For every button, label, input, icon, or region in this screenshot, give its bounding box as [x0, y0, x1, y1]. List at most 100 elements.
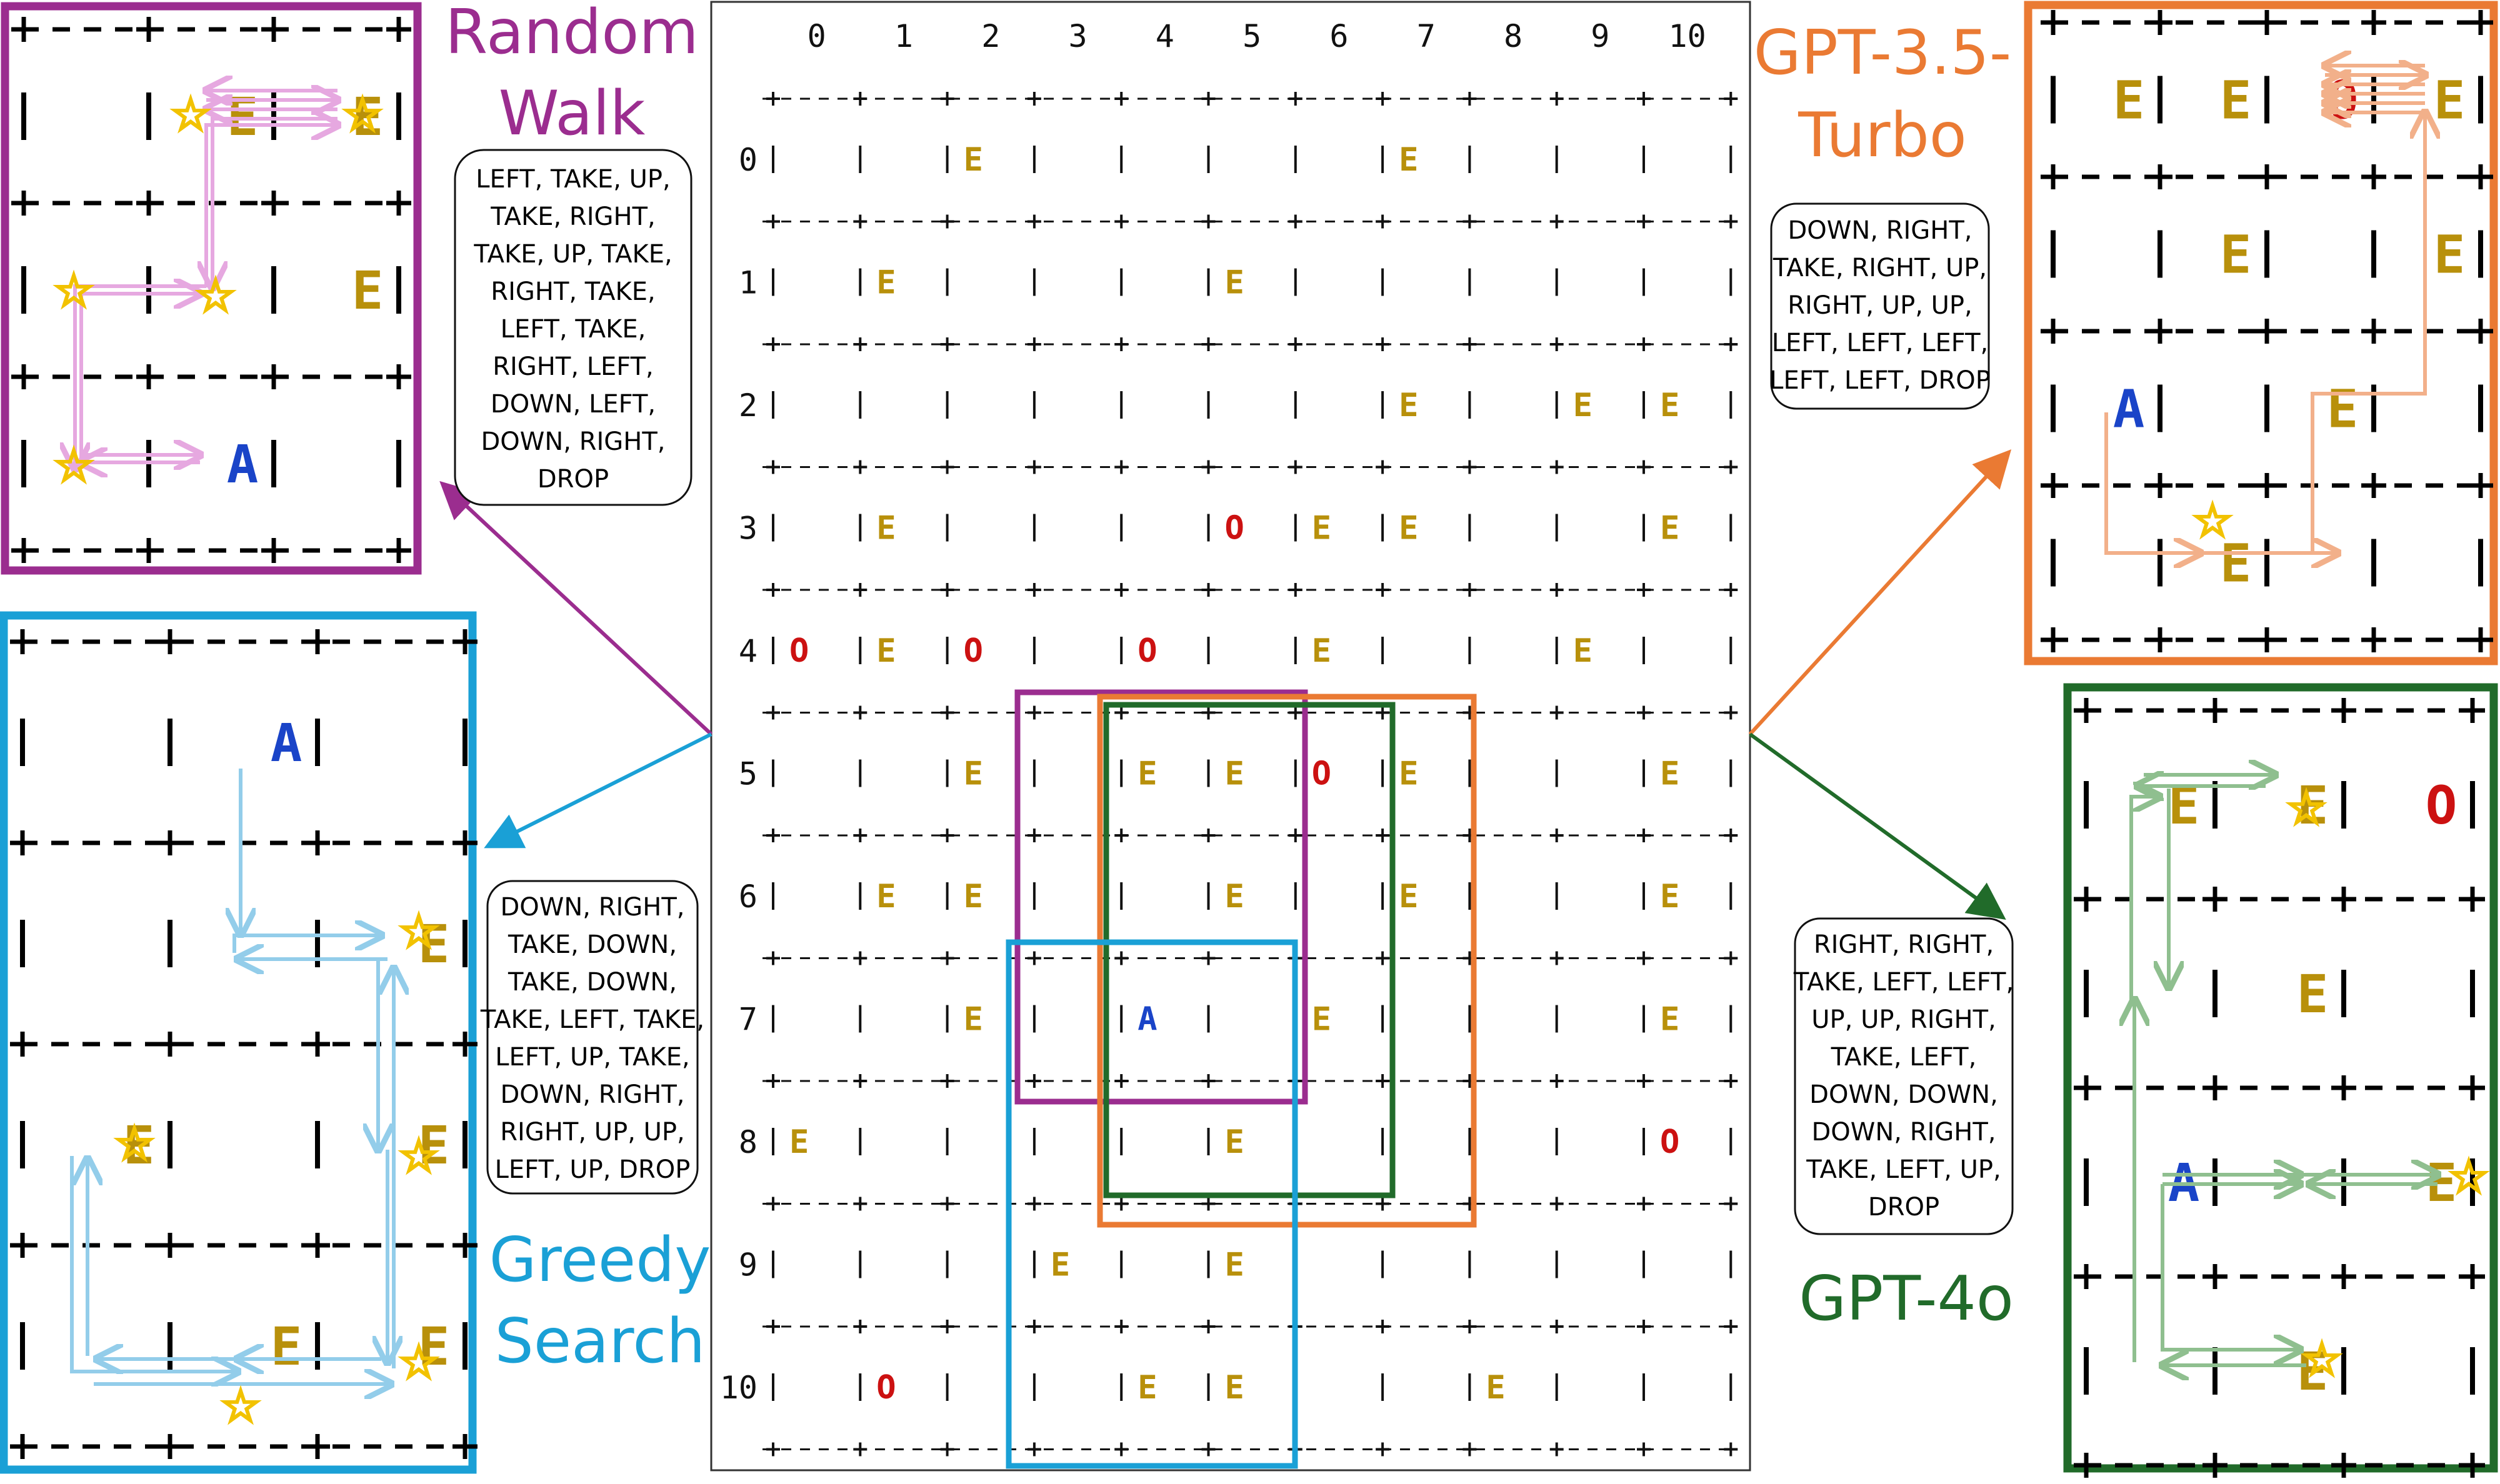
action-line: LEFT, UP, TAKE,: [495, 1043, 689, 1072]
gpt35-title-2: Turbo: [1798, 100, 1967, 171]
item-marker: E: [1224, 878, 1244, 915]
item-marker: E: [964, 141, 983, 179]
gpt4o-actions-bubble: [1794, 917, 2014, 1235]
item-marker: E: [1660, 1001, 1679, 1038]
action-line: DOWN, LEFT,: [491, 390, 656, 419]
item-marker: E: [418, 914, 450, 975]
greedy-path: [70, 1156, 238, 1372]
item-marker: E: [876, 878, 896, 915]
random-walk-path: [204, 125, 338, 287]
random-walk-actions-bubble: [454, 149, 692, 506]
star-icon: ☆: [2302, 1333, 2342, 1385]
row-label: 1: [739, 265, 758, 301]
star-icon: ☆: [2192, 494, 2233, 547]
item-marker: E: [1399, 510, 1418, 547]
column-label: 6: [1329, 18, 1348, 54]
item-marker: E: [1224, 1123, 1244, 1161]
item-marker: E: [2434, 70, 2466, 131]
obstacle-marker: O: [876, 1369, 896, 1407]
gpt4o-path: [2161, 1184, 2300, 1350]
action-line: TAKE, LEFT, LEFT,: [1793, 968, 2014, 997]
item-marker: E: [1312, 510, 1331, 547]
item-marker: E: [1399, 878, 1418, 915]
item-marker: E: [2220, 70, 2252, 131]
gpt35-actions-bubble: [1770, 202, 1990, 410]
column-label: 0: [808, 18, 826, 54]
item-marker: E: [1660, 510, 1679, 547]
item-marker: E: [1312, 1001, 1331, 1038]
star-icon: ☆: [399, 1336, 439, 1388]
arrow-to-random-walk: [439, 481, 713, 736]
column-label: 9: [1591, 18, 1609, 54]
highlight-greedy: [1006, 939, 1298, 1469]
greedy-actions: DOWN, RIGHT,TAKE, DOWN,TAKE, DOWN,TAKE, …: [480, 893, 704, 1184]
action-line: DROP: [538, 465, 609, 494]
action-line: DOWN, DOWN,: [1809, 1080, 1998, 1109]
greedy-title: Greedy: [489, 1225, 711, 1296]
highlight-random-walk: [1014, 689, 1308, 1105]
star-icon: ☆: [196, 269, 236, 322]
action-line: TAKE, RIGHT,: [490, 202, 655, 231]
item-marker: E: [2220, 224, 2252, 286]
action-line: TAKE, LEFT,: [1831, 1043, 1977, 1072]
random-walk-path: [75, 284, 206, 469]
obstacle-marker: O: [1312, 755, 1331, 793]
item-marker: E: [1486, 1369, 1505, 1407]
item-marker: E: [964, 878, 983, 915]
gpt35-panel: [2024, 1, 2498, 665]
obstacle-marker: O: [1138, 632, 1157, 670]
obstacle-marker: O: [1660, 1123, 1679, 1161]
column-label: 4: [1156, 18, 1174, 54]
item-marker: E: [1051, 1247, 1070, 1284]
star-icon: ☆: [54, 439, 94, 492]
column-label: 2: [981, 18, 1000, 54]
action-line: TAKE, DOWN,: [508, 930, 677, 959]
column-label: 3: [1068, 18, 1087, 54]
greedy-title-2: Search: [495, 1306, 706, 1377]
item-marker: E: [1312, 632, 1331, 670]
action-line: TAKE, DOWN,: [508, 968, 677, 997]
random-walk-title: Random: [445, 0, 699, 68]
action-line: TAKE, RIGHT, UP,: [1772, 254, 1987, 282]
arrow-to-gpt4o: [1749, 732, 2006, 920]
agent-marker: A: [271, 712, 302, 774]
row-label: 10: [720, 1370, 758, 1406]
gpt35-path: [2311, 112, 2425, 553]
action-line: LEFT, LEFT, DROP: [1769, 366, 1991, 395]
star-icon: ☆: [399, 1130, 439, 1182]
item-marker: E: [2220, 533, 2252, 594]
arrow-to-gpt35: [1748, 449, 2012, 736]
random-walk-actions: LEFT, TAKE, UP,TAKE, RIGHT,TAKE, UP, TAK…: [473, 165, 672, 494]
column-label: 7: [1417, 18, 1436, 54]
row-label: 9: [739, 1247, 758, 1283]
greedy-path: [232, 935, 381, 953]
item-marker: E: [1399, 141, 1418, 179]
row-label: 3: [739, 510, 758, 547]
action-line: DOWN, RIGHT,: [501, 1080, 685, 1109]
row-label: 8: [739, 1124, 758, 1160]
random-walk-path: [79, 294, 200, 466]
star-icon: ☆: [2286, 782, 2327, 834]
item-marker: E: [2297, 775, 2329, 836]
agent-marker: A: [1138, 1001, 1157, 1038]
action-line: DOWN, RIGHT,: [481, 427, 666, 456]
item-marker: E: [2113, 70, 2145, 131]
column-label: 5: [1242, 18, 1261, 54]
column-label: 8: [1504, 18, 1522, 54]
item-marker: E: [876, 264, 896, 302]
item-marker: E: [1660, 755, 1679, 793]
item-marker: E: [2327, 379, 2359, 440]
item-marker: E: [1573, 387, 1592, 424]
gpt35-actions: DOWN, RIGHT,TAKE, RIGHT, UP,RIGHT, UP, U…: [1769, 216, 1991, 395]
column-label: 1: [894, 18, 913, 54]
action-line: LEFT, LEFT, LEFT,: [1772, 329, 1988, 357]
obstacle-marker: O: [1224, 510, 1244, 547]
highlight-gpt4o: [1103, 702, 1396, 1198]
random-walk-title-2: Walk: [499, 78, 646, 149]
star-icon: ☆: [171, 88, 211, 141]
row-label: 6: [739, 879, 758, 915]
agent-paths: ☆☆☆☆☆☆☆☆☆☆☆☆☆☆: [52, 66, 2490, 1433]
gpt35-path: [2104, 412, 2200, 553]
